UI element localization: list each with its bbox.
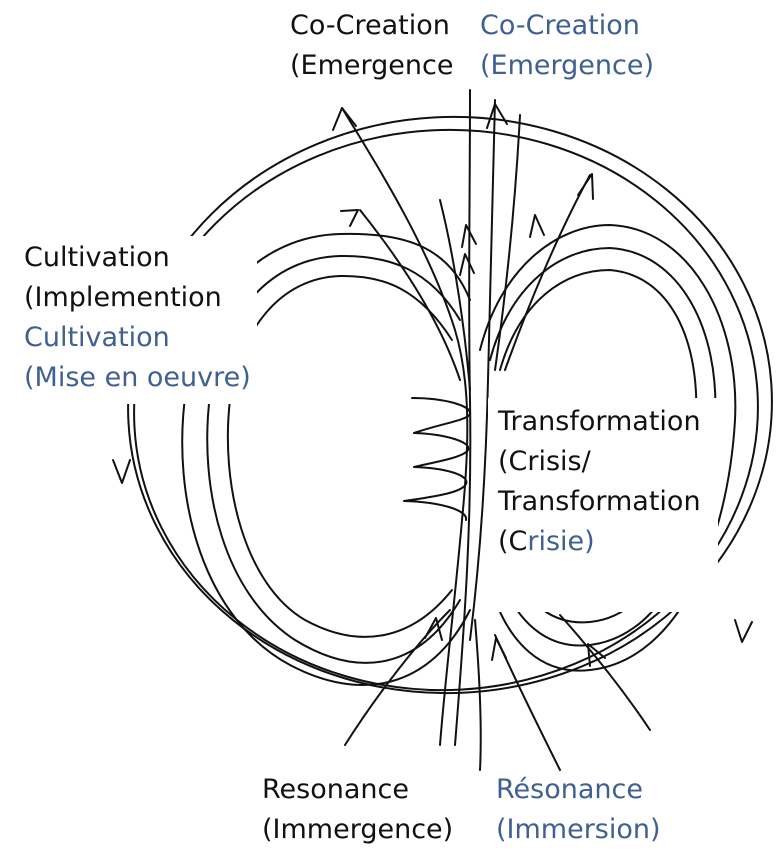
- arrowhead: [491, 637, 507, 661]
- label-line: (Crisis/: [498, 446, 591, 477]
- label-line: (Emergence): [480, 50, 654, 81]
- label-line: Transformation: [498, 486, 701, 517]
- label-line: (Immersion): [496, 814, 661, 845]
- label-co-creation-fr: Co-Creation (Emergence): [480, 6, 654, 86]
- flow-line-2: [454, 89, 472, 746]
- label-line: (Immergence): [262, 814, 454, 845]
- label-resonance-fr: Résonance (Immersion): [496, 770, 661, 850]
- label-line: Co-Creation: [290, 10, 450, 41]
- label-line: (Mise en oeuvre): [24, 362, 251, 393]
- label-line: Co-Creation: [480, 10, 640, 41]
- flow-line-5: [504, 174, 591, 371]
- arrowhead: [577, 173, 594, 200]
- arrowhead: [486, 103, 508, 129]
- lower-flow-1: [344, 609, 451, 746]
- arrowhead: [529, 214, 545, 238]
- arrowhead: [734, 619, 753, 643]
- lower-flow-3: [559, 614, 651, 731]
- label-line: Resonance: [262, 774, 409, 805]
- label-resonance-en: Resonance (Immergence): [262, 770, 453, 850]
- right-loop-outer: [479, 224, 737, 672]
- crisis-squiggle: [403, 397, 471, 521]
- label-line: (Emergence: [290, 50, 454, 81]
- arrowhead: [459, 253, 475, 276]
- label-fragment: risie): [527, 526, 595, 557]
- arrowhead: [340, 209, 359, 227]
- arrowhead: [587, 643, 606, 667]
- left-loop-outer: [181, 232, 471, 686]
- flow-line-1: [341, 107, 469, 746]
- label-line: (Implemention: [24, 282, 222, 313]
- arrowhead: [461, 224, 477, 248]
- label-co-creation-en: Co-Creation (Emergence: [290, 6, 453, 86]
- outer-ring: [127, 115, 773, 695]
- arrowhead: [332, 107, 357, 131]
- flow-line-6: [439, 199, 471, 391]
- label-line: (Crisie): [498, 522, 708, 562]
- arrowheads: [112, 103, 753, 667]
- label-line: Transformation: [498, 406, 701, 437]
- flow-line-4: [494, 114, 521, 371]
- label-line: Résonance: [496, 774, 643, 805]
- label-line: Cultivation: [24, 322, 170, 353]
- flow-line-7: [359, 209, 461, 381]
- left-loop-inner: [226, 274, 453, 638]
- label-transformation: Transformation (Crisis/ Transformation (…: [488, 398, 718, 612]
- lower-flow-4: [474, 619, 482, 771]
- arrowhead: [112, 459, 131, 484]
- flow-line-3: [469, 99, 496, 641]
- outer-ring-inner: [133, 128, 759, 692]
- label-line: Cultivation: [24, 242, 170, 273]
- arrowhead: [424, 617, 443, 641]
- label-fragment: (C: [498, 526, 528, 557]
- label-cultivation: Cultivation (Implemention Cultivation (M…: [18, 236, 257, 404]
